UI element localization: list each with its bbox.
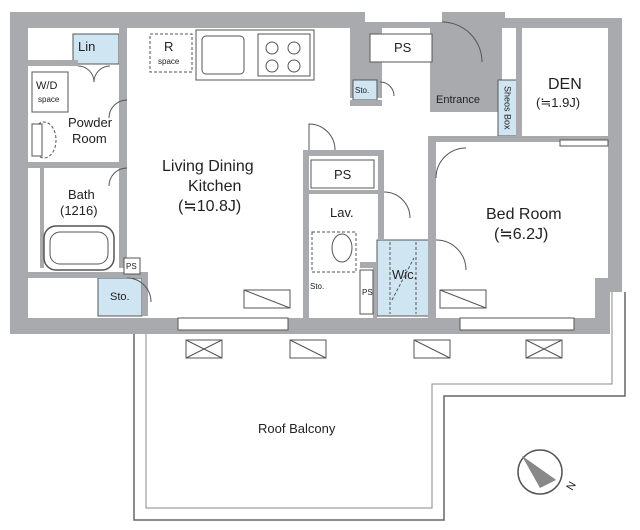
bedroom-label: Bed Room xyxy=(486,206,562,223)
compass-icon xyxy=(517,449,563,495)
pipe-spaces xyxy=(123,33,433,315)
washer-dryer-space xyxy=(31,71,69,113)
roof-balcony-outline xyxy=(133,292,626,521)
interior-walls xyxy=(28,28,608,318)
linen-closet xyxy=(72,33,120,65)
bath-size-label: (1216) xyxy=(60,203,98,218)
wic-label: Wic. xyxy=(392,267,418,282)
powder-room-label-2: Room xyxy=(72,131,107,146)
storage-label-small: Sto. xyxy=(355,86,370,95)
shoes-box-label: Sheos Box xyxy=(502,86,513,130)
storage-closet-left xyxy=(97,277,143,317)
wic-shelves xyxy=(389,242,417,314)
storage-label-left: Sto. xyxy=(110,291,130,303)
outdoor-units xyxy=(185,339,563,359)
powder-fixtures xyxy=(31,121,57,159)
ldk-label-1: Living Dining xyxy=(162,158,254,175)
fridge-space xyxy=(149,33,193,73)
fridge-sub-label: space xyxy=(158,57,180,66)
ldk-area-label: (≒10.8J) xyxy=(178,198,242,215)
door-swings xyxy=(77,21,483,303)
wd-label: W/D xyxy=(36,80,58,92)
bathtub xyxy=(43,225,115,271)
roof-balcony-label: Roof Balcony xyxy=(258,421,336,436)
lavatory-label: Lav. xyxy=(330,205,354,220)
bath-label: Bath xyxy=(68,187,95,202)
storage-label-lav: Sto. xyxy=(310,282,325,291)
ps-label-bath: PS xyxy=(126,262,137,271)
fridge-label: R xyxy=(164,39,174,54)
ps-label-top: PS xyxy=(394,40,412,55)
den-label: DEN xyxy=(548,76,582,93)
exterior-walls xyxy=(10,12,622,334)
entrance-label: Entrance xyxy=(436,94,481,106)
windows xyxy=(177,139,609,331)
ps-label-wic: PS xyxy=(362,288,373,297)
ldk-label-2: Kitchen xyxy=(188,178,242,195)
bedroom-area-label: (≒6.2J) xyxy=(494,226,549,243)
den-area-label: (≒1.9J) xyxy=(536,95,581,110)
linen-label: Lin xyxy=(78,39,96,54)
powder-room-label-1: Powder xyxy=(68,115,113,130)
lavatory-fixtures xyxy=(311,231,357,273)
ac-units xyxy=(243,289,487,309)
kitchen-counter xyxy=(195,29,315,81)
ps-label-mid: PS xyxy=(334,167,352,182)
wd-sub-label: space xyxy=(38,95,60,104)
